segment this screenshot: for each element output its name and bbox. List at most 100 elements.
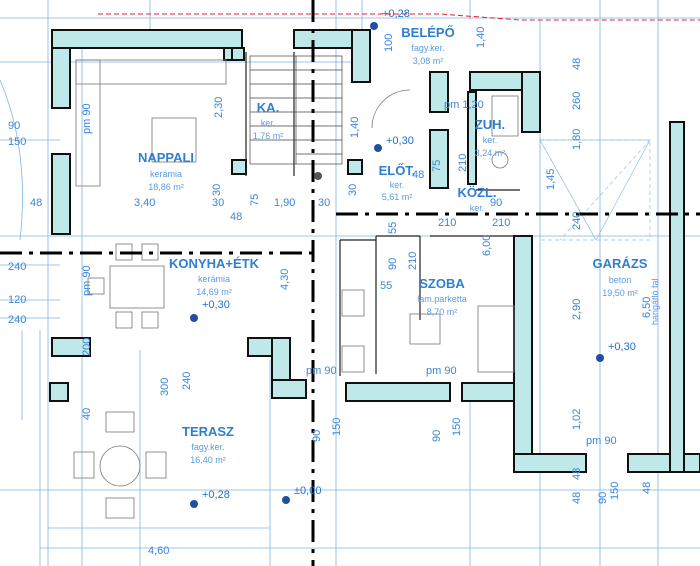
svg-text:200: 200 bbox=[81, 338, 93, 356]
svg-text:150: 150 bbox=[609, 482, 621, 500]
column-stair bbox=[231, 159, 247, 175]
svg-text:GARÁZS: GARÁZS bbox=[593, 256, 648, 271]
svg-text:kerámia: kerámia bbox=[150, 169, 182, 179]
svg-text:210: 210 bbox=[457, 154, 469, 172]
svg-text:pm 90: pm 90 bbox=[586, 435, 617, 447]
svg-text:1,40: 1,40 bbox=[475, 27, 487, 48]
level-marker-garazs: +0,30 bbox=[596, 341, 636, 362]
door-swing-elot bbox=[371, 89, 411, 129]
svg-text:90: 90 bbox=[431, 430, 443, 442]
svg-text:TERASZ: TERASZ bbox=[182, 424, 234, 439]
svg-text:BELÉPŐ: BELÉPŐ bbox=[401, 25, 454, 40]
svg-text:48: 48 bbox=[571, 492, 583, 504]
sofa-back bbox=[75, 59, 227, 85]
svg-text:300: 300 bbox=[159, 378, 171, 396]
wall-belepo-west bbox=[351, 29, 371, 83]
svg-text:±0,00: ±0,00 bbox=[294, 485, 321, 497]
level-marker-entrance: ±0,00 bbox=[282, 485, 321, 504]
desk bbox=[409, 313, 441, 345]
svg-text:KÖZL.: KÖZL. bbox=[458, 185, 497, 200]
svg-text:210: 210 bbox=[438, 217, 456, 229]
level-marker-belepo: +0,28 bbox=[370, 8, 410, 30]
svg-text:40: 40 bbox=[81, 408, 93, 420]
svg-text:pm 90: pm 90 bbox=[306, 365, 337, 377]
svg-text:1,80: 1,80 bbox=[571, 129, 583, 150]
level-markers: +0,28 +0,30 +0,30 +0,30 +0,28 ±0,00 bbox=[190, 8, 636, 508]
wall-north-nappali bbox=[51, 29, 243, 49]
svg-text:ELŐT.: ELŐT. bbox=[379, 163, 416, 178]
svg-text:90: 90 bbox=[387, 258, 399, 270]
stove bbox=[341, 289, 365, 317]
svg-text:16,40 m²: 16,40 m² bbox=[190, 455, 226, 465]
svg-text:48: 48 bbox=[641, 482, 653, 494]
svg-text:19,50 m²: 19,50 m² bbox=[602, 288, 638, 298]
svg-text:3,24 m²: 3,24 m² bbox=[475, 148, 506, 158]
room-szoba: SZOBA lam.parketta 8,70 m² bbox=[417, 276, 467, 317]
svg-text:3,40: 3,40 bbox=[134, 197, 155, 209]
svg-text:30: 30 bbox=[318, 197, 330, 209]
wall-step bbox=[271, 379, 307, 399]
wall-zuh-east bbox=[521, 71, 541, 133]
svg-text:ker.: ker. bbox=[390, 180, 405, 190]
svg-text:30: 30 bbox=[347, 184, 359, 196]
svg-text:30: 30 bbox=[212, 197, 224, 209]
svg-text:lam.parketta: lam.parketta bbox=[417, 294, 467, 304]
svg-text:150: 150 bbox=[451, 418, 463, 436]
wall-szoba-south bbox=[345, 382, 451, 402]
svg-text:90: 90 bbox=[597, 492, 609, 504]
svg-text:240: 240 bbox=[8, 261, 26, 273]
svg-text:8,70 m²: 8,70 m² bbox=[427, 307, 458, 317]
svg-text:90: 90 bbox=[490, 197, 502, 209]
bed bbox=[477, 305, 515, 373]
garage-hatch bbox=[539, 139, 651, 241]
svg-text:3,08 m²: 3,08 m² bbox=[413, 56, 444, 66]
svg-text:6,00: 6,00 bbox=[481, 235, 493, 256]
wall-zuh-west bbox=[467, 91, 477, 185]
svg-text:pm 1,20: pm 1,20 bbox=[444, 99, 484, 111]
column-elot bbox=[347, 159, 363, 175]
svg-text:4,60: 4,60 bbox=[148, 545, 169, 557]
svg-text:150: 150 bbox=[331, 418, 343, 436]
svg-text:48: 48 bbox=[412, 169, 424, 181]
svg-text:1,02: 1,02 bbox=[571, 409, 583, 430]
room-terasz: TERASZ fagy.ker. 16,40 m² bbox=[182, 424, 234, 465]
svg-text:2,30: 2,30 bbox=[213, 97, 225, 118]
svg-text:1,45: 1,45 bbox=[545, 169, 557, 190]
column-stair-top bbox=[231, 47, 245, 61]
svg-text:1,90: 1,90 bbox=[274, 197, 295, 209]
svg-text:+0,28: +0,28 bbox=[382, 8, 410, 20]
wall-garage-west bbox=[513, 235, 533, 473]
svg-text:pm 90: pm 90 bbox=[81, 265, 93, 296]
svg-text:5,61 m²: 5,61 m² bbox=[382, 192, 413, 202]
svg-text:100: 100 bbox=[383, 34, 395, 52]
level-marker-elot: +0,30 bbox=[374, 135, 414, 152]
svg-text:6,50: 6,50 bbox=[641, 297, 653, 318]
sofa-side bbox=[75, 59, 101, 187]
staircase bbox=[249, 55, 343, 165]
svg-text:ker.: ker. bbox=[470, 203, 485, 213]
svg-text:KA.: KA. bbox=[257, 100, 279, 115]
svg-text:55: 55 bbox=[387, 222, 399, 234]
walls bbox=[49, 29, 700, 473]
roof-outline bbox=[98, 13, 700, 21]
svg-text:pm 90: pm 90 bbox=[81, 103, 93, 134]
svg-text:+0,30: +0,30 bbox=[202, 299, 230, 311]
svg-text:210: 210 bbox=[407, 252, 419, 270]
wall-garage-south-east bbox=[627, 453, 700, 473]
dining-table bbox=[109, 265, 165, 309]
svg-text:240: 240 bbox=[181, 372, 193, 390]
svg-text:75: 75 bbox=[249, 194, 261, 206]
room-nappali: NAPPALI kerámia 18,86 m² bbox=[138, 150, 194, 192]
svg-text:260: 260 bbox=[571, 92, 583, 110]
svg-text:90: 90 bbox=[311, 430, 323, 442]
level-marker-konyha: +0,30 bbox=[190, 299, 230, 322]
room-belepo: BELÉPŐ fagy.ker. 3,08 m² bbox=[401, 25, 454, 66]
wall-elot-east-upper bbox=[429, 71, 449, 113]
room-garazs: GARÁZS beton 19,50 m² bbox=[593, 256, 648, 298]
room-kozl: KÖZL. ker. bbox=[458, 185, 497, 213]
svg-text:+0,28: +0,28 bbox=[202, 489, 230, 501]
svg-text:ker.: ker. bbox=[483, 135, 498, 145]
svg-text:fagy.ker.: fagy.ker. bbox=[191, 442, 224, 452]
svg-text:120: 120 bbox=[8, 294, 26, 306]
svg-text:240: 240 bbox=[571, 212, 583, 230]
